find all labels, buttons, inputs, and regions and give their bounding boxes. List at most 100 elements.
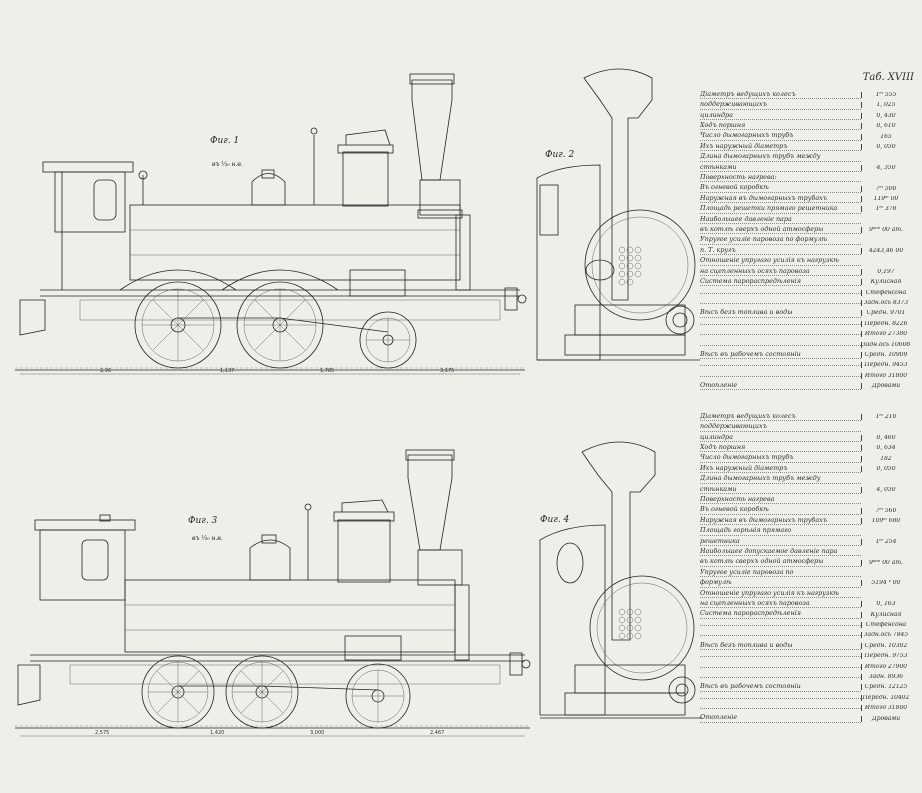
spec-label: Длина дымогарныхъ трубъ между [700,475,861,484]
fig2-end-view: Фиг. 2 [536,68,700,361]
spec-value: 119ᵐ 00 [861,196,910,202]
spec-value: Кулисная [861,611,910,618]
spec-row: Задн.ось 8373 [700,298,910,308]
spec-label: Отношеніе упругаго усилія къ нагрузкѣ [700,257,861,266]
spec-label: решетника [700,538,861,546]
spec-label: Въ огневой коробкѣ [700,506,861,515]
spec-row: Поверхность нагрева [700,495,910,505]
spec-row: Наибольшее давленіе пара [700,215,910,225]
spec-row: Длина дымогарныхъ трубъ между [700,474,910,484]
spec-value: Средн. 10302 [861,642,910,649]
spec-label [700,624,861,626]
spec-label: Вѣсъ въ рабочемъ состояніи [700,683,861,692]
dim-top-1: 2,96 [100,368,111,374]
spec-row: Передн. 8226 [700,319,910,329]
spec-value: 0, 050 [861,144,910,150]
spec-label: въ котлѣ сверхъ одной атмосферы [700,558,861,567]
dim-bottom-4: 2,467 [430,730,444,736]
spec-value: Задн. 8936 [861,674,910,680]
spec-label: Ихъ наружный діаметръ [700,143,861,152]
spec-row: Наибольшее допускаемое давленіе пара [700,547,910,557]
spec-label: Ходъ поршня [700,122,861,131]
spec-value: Передн. 9753 [861,653,910,660]
dim-top-3: 1,785 [320,368,334,374]
spec-label [700,323,861,325]
fig3-scale: въ ⅓₀ н.в. [192,535,223,542]
spec-label: Отопленіе [700,382,861,391]
spec-row: Задн.ось 7845 [700,630,910,640]
spec-row: Отношеніе упругаго усилія къ нагрузкѣ [700,256,910,266]
spec-label: стѣнками [700,164,861,172]
spec-label [700,375,861,377]
spec-value: 1ᵐ 254 [861,538,910,545]
spec-label: Наружная въ дымогарныхъ трубахъ [700,517,861,526]
spec-row: Передн. 9453 [700,360,910,370]
spec-value: Средн. 12125 [861,684,910,691]
spec-value: 4, 350 [861,164,910,171]
spec-row: Передн. 10402 [700,693,910,703]
spec-row: Передн. 9753 [700,651,910,661]
spec-value: Итого 31800 [861,372,910,379]
spec-label [700,707,861,710]
dim-top-4: 3,175 [440,368,454,374]
spec-label [700,333,861,336]
spec-label [700,364,861,367]
spec-value: Передн. 10402 [861,694,910,701]
spec-row: поддерживающихъ [700,422,910,432]
fig3-side-elevation: 2,575 1,420 3,000 2,467 Фиг. 3 въ ⅓₀ н.в… [15,449,531,737]
spec-row: Итого 27900 [700,662,910,672]
spec-value: Задн.ось 10608 [861,341,910,348]
spec-value: Итого 27380 [861,331,910,338]
spec-label [700,292,861,294]
dim-bottom-1: 2,575 [95,730,109,736]
spec-label: Площадь решетки прямаго решетника [700,205,861,214]
spec-label: Система парораспредѣленія [700,278,861,287]
dim-bottom-3: 3,000 [310,730,324,736]
spec-value: Передн. 8226 [861,320,910,327]
spec-label [700,655,861,658]
spec-value: 165 [861,133,910,140]
spec-label: п. Т. кругъ [700,247,861,256]
spec-value: 0, 610 [861,123,910,130]
spec-label: формулѣ [700,579,861,588]
spec-value: 5194 ᵏ 00 [861,580,910,587]
spec-label: Ходъ поршня [700,444,861,453]
spec-label [700,302,861,304]
spec-label [700,666,861,668]
plate-number: Таб. XVIII [862,72,914,83]
spec-label: Система парораспредѣленія [700,610,861,619]
spec-label: Упругое усиліе паровоза по [700,569,861,578]
spec-label: Упругое усиліе паровоза по формулѣ [700,236,861,245]
spec-value: 0, 634 [861,445,910,452]
spec-row: Задн.ось 10608 [700,340,910,350]
spec-label: Поверхность нагрева [700,496,861,505]
spec-value: 0,197 [861,268,910,275]
spec-label: Наибольшее давленіе пара [700,216,861,224]
spec-row: Длина дымогарныхъ трубъ между [700,152,910,162]
spec-row: Итого 31800 [700,371,910,381]
spec-row: Итого 27380 [700,329,910,339]
spec-label: Длина дымогарныхъ трубъ между [700,153,861,162]
fig4-label: Фиг. 4 [540,515,570,525]
fig2-label: Фиг. 2 [545,150,575,160]
dim-top-2: 1,137 [220,368,234,374]
